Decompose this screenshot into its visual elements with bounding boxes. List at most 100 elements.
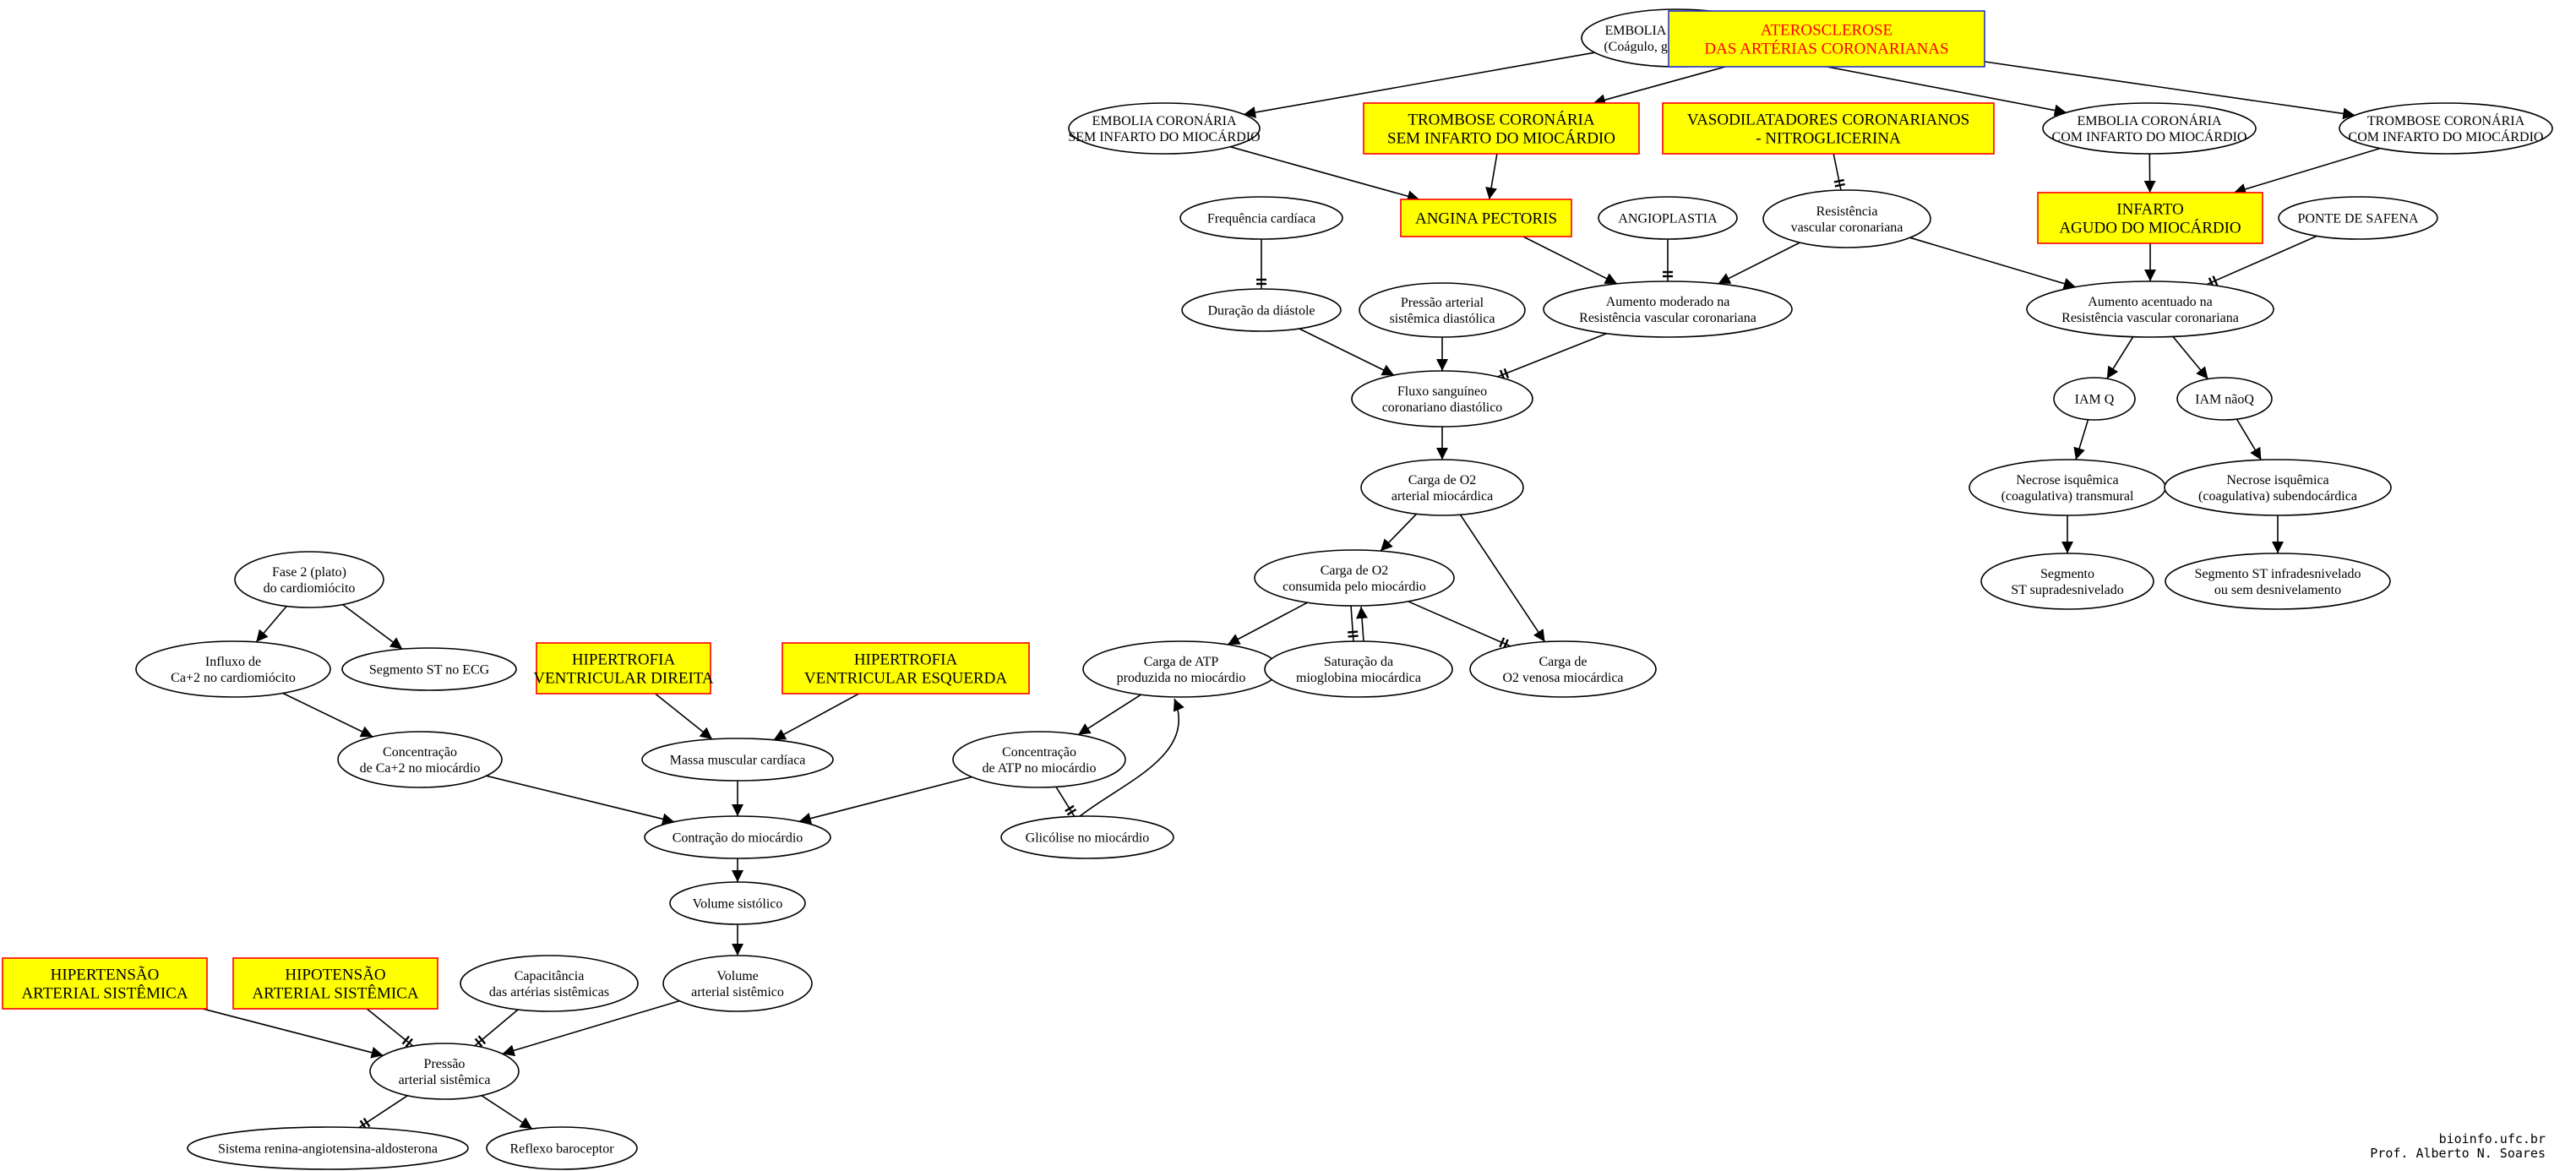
node-ellipse — [1543, 280, 1793, 338]
edge-trombose_sem-to-angina — [1485, 153, 1498, 200]
edge-vasodilatadores-to-resistencia — [1833, 153, 1842, 191]
node-ellipse — [1000, 815, 1174, 859]
node-ellipse — [1181, 288, 1342, 332]
node-ellipse — [1082, 640, 1280, 698]
node-label: Concentração — [1002, 745, 1076, 760]
node-angina: ANGINA PECTORIS — [1400, 199, 1572, 237]
node-ellipse — [1969, 459, 2166, 516]
node-ellipse — [669, 881, 806, 925]
edge-fase2-to-seg_st_ecg — [342, 603, 403, 650]
node-label: ARTERIAL SISTÊMICA — [21, 984, 188, 1003]
node-label: Fase 2 (plato) — [272, 565, 346, 580]
node-label: do cardiomiócito — [264, 581, 356, 596]
node-ellipse — [662, 955, 813, 1012]
node-label: COM INFARTO DO MIOCÁRDIO — [2349, 128, 2544, 144]
node-label: Volume sistólico — [693, 896, 783, 911]
node-label: EMBOLIA CORONÁRIA — [1092, 112, 1237, 128]
edge-carga_o2_consumida-to-carga_o2_venosa — [1408, 601, 1511, 647]
node-label: HIPERTROFIA — [572, 651, 676, 669]
node-box — [1400, 199, 1572, 237]
inhibition-mark — [1348, 635, 1359, 638]
node-ellipse — [641, 738, 834, 782]
node-ellipse — [369, 1043, 520, 1100]
node-label: ARTERIAL SISTÊMICA — [252, 984, 418, 1003]
node-label: VASODILATADORES CORONARIANOS — [1687, 112, 1969, 129]
node-ellipse — [234, 551, 384, 608]
node-label: Segmento ST infradesnivelado — [2195, 567, 2361, 581]
node-ellipse — [1351, 370, 1533, 428]
node-ellipse — [952, 731, 1126, 788]
inhibition-mark — [1503, 368, 1510, 379]
inhibition-mark — [1348, 630, 1359, 634]
node-label: (coagulativa) subendocárdica — [2198, 489, 2357, 504]
node-ellipse — [2042, 102, 2257, 155]
node-label: consumida pelo miocárdio — [1283, 580, 1426, 594]
node-ellipse — [1179, 196, 1343, 240]
inhibition-mark — [474, 1038, 483, 1048]
node-fase2: Fase 2 (plato)do cardiomiócito — [234, 551, 384, 608]
node-label: INFARTO — [2116, 201, 2183, 219]
edge-carga_o2_arterial-to-carga_o2_venosa — [1459, 514, 1546, 643]
node-label: Massa muscular cardíaca — [670, 753, 806, 767]
node-box — [232, 957, 438, 1010]
node-ellipse — [341, 647, 517, 691]
node-ellipse — [1598, 196, 1738, 240]
inhibition-mark — [2212, 275, 2219, 286]
node-label: EMBOLIA CORONÁRIA — [2077, 112, 2222, 128]
edge-embolia_sem-to-angina — [1229, 145, 1420, 202]
edge-hipertrofia_esq-to-massa — [773, 693, 860, 741]
edge-aumento_moderado-to-fluxo — [1497, 332, 1607, 378]
edge-carga_atp-to-conc_atp — [1077, 694, 1142, 736]
edge-duracao_diastole-to-fluxo — [1299, 328, 1395, 376]
nodes-layer: EMBOLIA CORONÁRIA(Coágulo, gordura, gaso… — [2, 8, 2553, 1170]
node-label: - NITROGLICERINA — [1756, 130, 1901, 148]
inhibition-mark — [362, 1117, 371, 1128]
node-label: sistêmica diastólica — [1390, 312, 1495, 326]
edge-embolia_coronaria-to-embolia_sem — [1243, 52, 1595, 118]
node-label: AGUDO DO MIOCÁRDIO — [2059, 219, 2241, 237]
node-reflexo: Reflexo baroceptor — [486, 1126, 638, 1170]
node-label: HIPOTENSÃO — [285, 966, 385, 984]
node-ellipse — [1469, 640, 1657, 698]
node-label: ANGINA PECTORIS — [1415, 210, 1557, 228]
node-box — [782, 642, 1030, 694]
node-ellipse — [1359, 282, 1526, 338]
edge-hipertrofia_dir-to-massa — [655, 693, 713, 740]
node-label: Aumento acentuado na — [2088, 295, 2213, 309]
node-label: ST supradesnivelado — [2011, 583, 2123, 597]
inhibition-mark — [405, 1038, 413, 1048]
edge-iam_naoq-to-necrose_sub — [2236, 418, 2263, 460]
node-ellipse — [1068, 102, 1261, 155]
node-label: ANGIOPLASTIA — [1618, 211, 1718, 226]
node-necrose-trans: Necrose isquêmica(coagulativa) transmura… — [1969, 459, 2166, 516]
node-seg-st-ecg: Segmento ST no ECG — [341, 647, 517, 691]
node-label: Duração da diástole — [1207, 303, 1315, 318]
node-label: Resistência — [1816, 204, 1878, 219]
node-ponte-safena: PONTE DE SAFENA — [2278, 196, 2438, 240]
edge-influxo_ca-to-conc_ca — [282, 692, 373, 738]
inhibition-mark — [1499, 637, 1506, 648]
node-label: Pressão — [424, 1057, 466, 1071]
edge-carga_o2_consumida-to-carga_atp — [1227, 602, 1309, 645]
node-box — [1662, 102, 1995, 155]
node-ellipse — [135, 640, 331, 698]
node-label: IAM Q — [2075, 392, 2115, 406]
node-label: O2 venosa miocárdica — [1502, 671, 1623, 685]
edge-hipertensao-to-pressao_sistemica — [202, 1008, 384, 1059]
node-contracao: Contração do miocárdio — [644, 815, 831, 859]
node-ellipse — [644, 815, 831, 859]
node-ellipse — [486, 1126, 638, 1170]
node-label: SEM INFARTO DO MIOCÁRDIO — [1387, 129, 1615, 148]
node-label: HIPERTROFIA — [854, 651, 958, 669]
node-box — [1363, 102, 1640, 155]
node-label: VENTRICULAR DIREITA — [533, 670, 714, 688]
node-label: Carga de — [1539, 655, 1587, 669]
